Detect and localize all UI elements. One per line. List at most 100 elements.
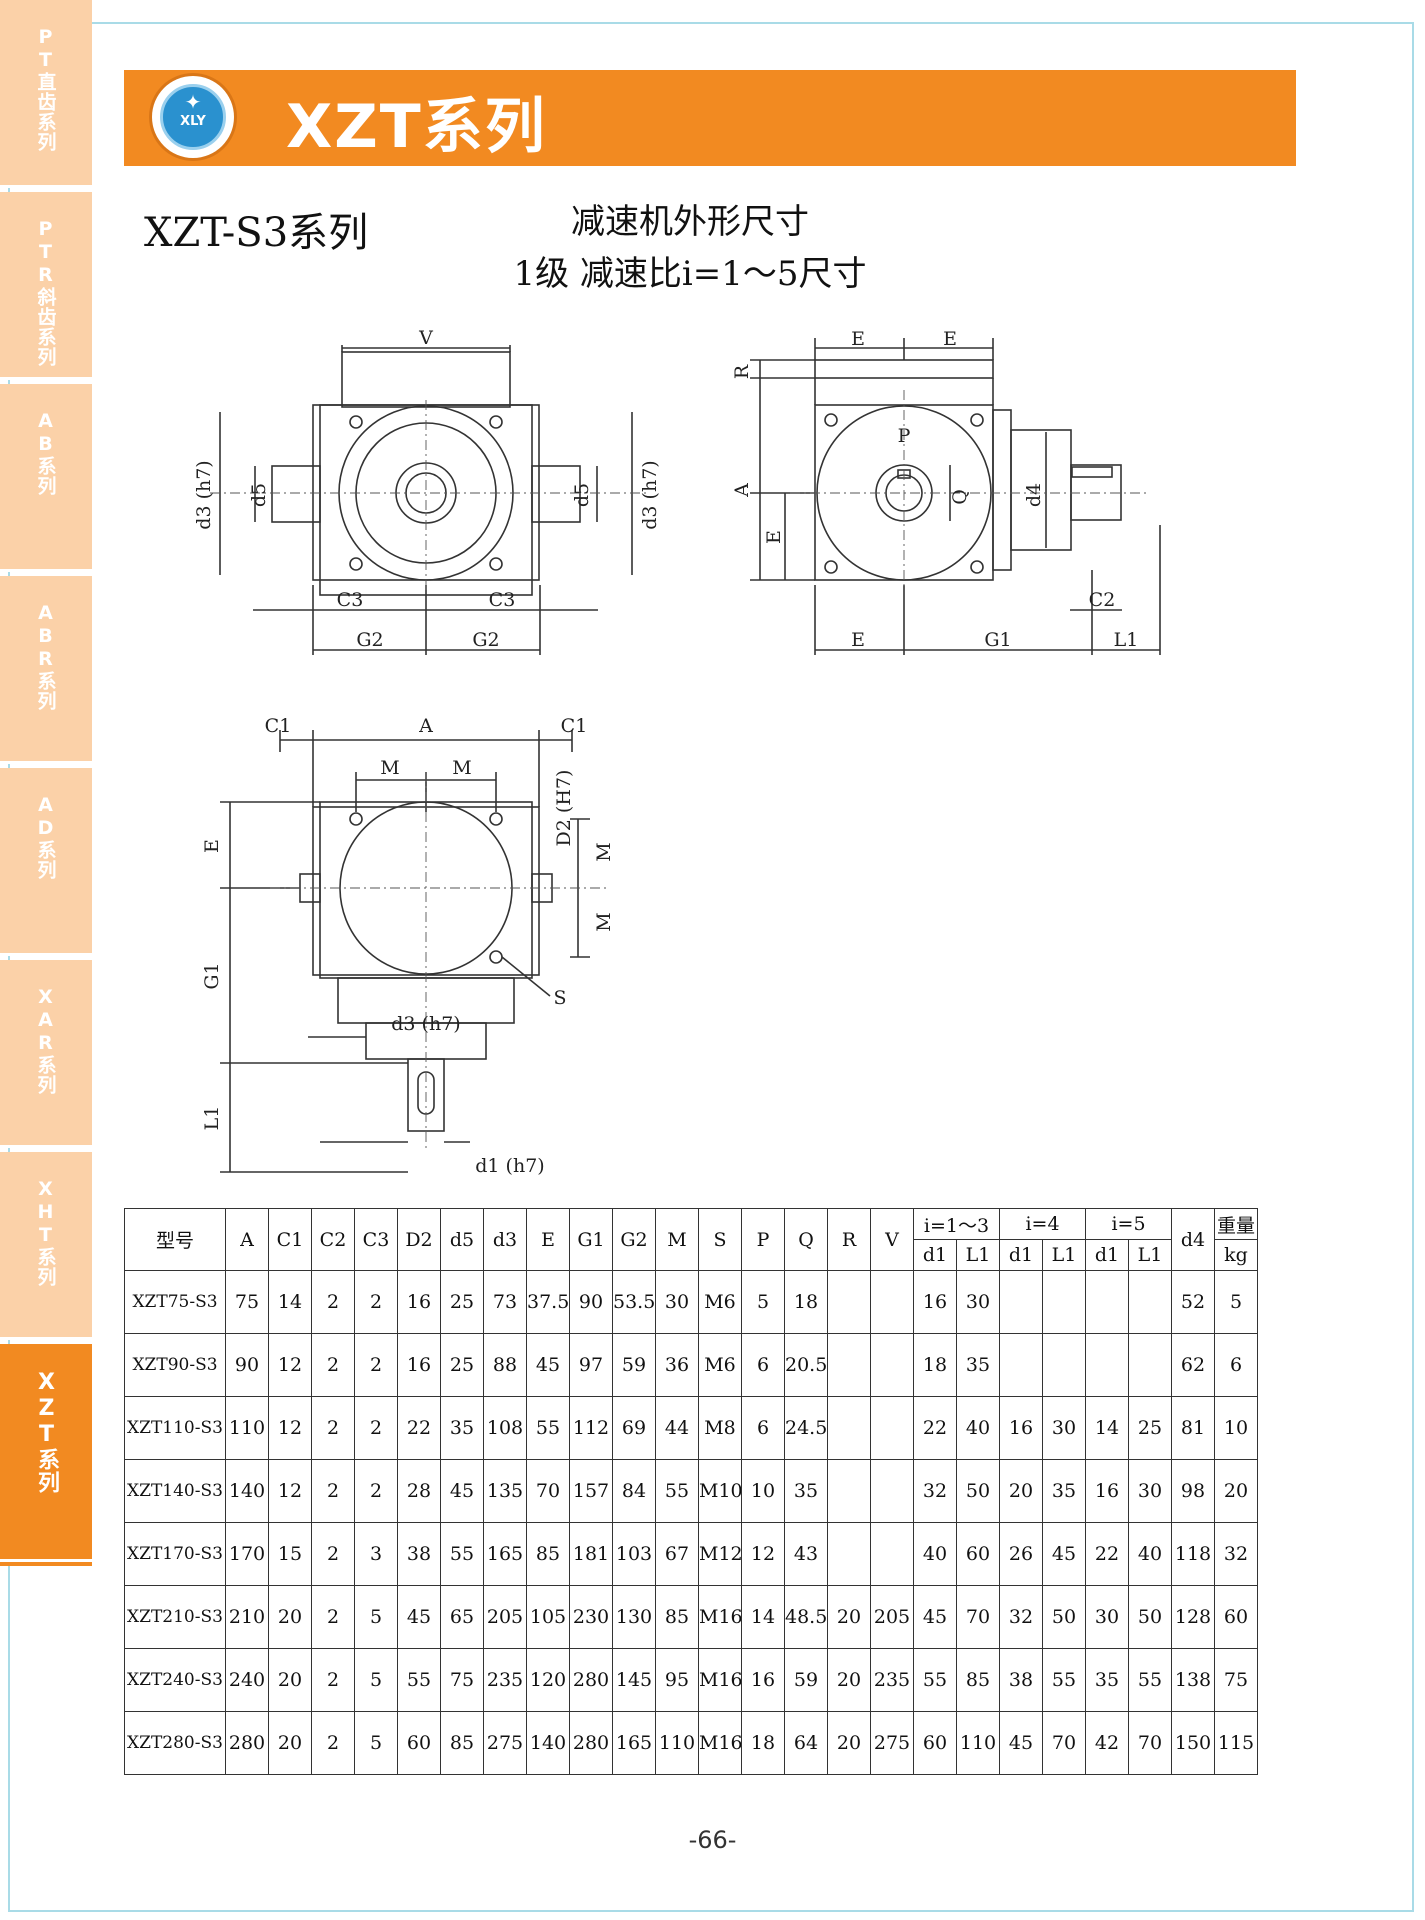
model-cell: XZT110-S3 <box>124 1396 226 1460</box>
table-cell: 84 <box>612 1459 656 1523</box>
table-cell: 16 <box>397 1270 441 1334</box>
sidebar-tab-xar[interactable]: XAR系列 <box>0 960 92 1148</box>
table-cell: M6 <box>698 1333 742 1397</box>
label-a: A <box>731 483 753 498</box>
table-cell <box>827 1522 871 1586</box>
table-cell: 45 <box>1042 1522 1086 1586</box>
sidebar-tab-xht[interactable]: XHT系列 <box>0 1152 92 1340</box>
brand-logo: ✦ XLY <box>152 76 234 158</box>
table-cell: 73 <box>483 1270 527 1334</box>
label-m-right: M <box>452 757 471 779</box>
dimension-title-line2: 1级 减速比i=1～5尺寸 <box>513 254 867 294</box>
table-cell: 20 <box>827 1711 871 1775</box>
label-l1: L1 <box>201 1106 223 1131</box>
table-cell: 205 <box>870 1585 914 1649</box>
table-cell: 18 <box>913 1333 957 1397</box>
table-cell: 45 <box>999 1711 1043 1775</box>
table-cell: 2 <box>354 1333 398 1397</box>
table-cell <box>1042 1333 1086 1397</box>
table-cell <box>999 1333 1043 1397</box>
table-cell: 59 <box>612 1333 656 1397</box>
table-cell: 24.5 <box>784 1396 828 1460</box>
table-cell: 20 <box>268 1585 312 1649</box>
label-g1: G1 <box>984 629 1011 651</box>
model-cell: XZT75-S3 <box>124 1270 226 1334</box>
table-cell: 35 <box>784 1459 828 1523</box>
table-cell: 15 <box>268 1522 312 1586</box>
model-cell: XZT140-S3 <box>124 1459 226 1523</box>
label-e: E <box>851 330 865 350</box>
table-cell: 2 <box>354 1459 398 1523</box>
logo-disc <box>160 84 226 150</box>
sidebar-tab-ad[interactable]: AD系列 <box>0 768 92 956</box>
table-cell: 10 <box>741 1459 785 1523</box>
label-d5-right: d5 <box>571 483 593 507</box>
table-cell: 75 <box>440 1648 484 1712</box>
header-e: E <box>526 1208 570 1271</box>
table-cell: M12 <box>698 1522 742 1586</box>
header-model: 型号 <box>124 1208 226 1271</box>
table-cell: 85 <box>655 1585 699 1649</box>
table-cell <box>870 1459 914 1523</box>
table-cell: 32 <box>999 1585 1043 1649</box>
table-cell: 69 <box>612 1396 656 1460</box>
label-m-vertical: M <box>593 842 615 861</box>
table-cell: 60 <box>956 1522 1000 1586</box>
table-cell <box>827 1396 871 1460</box>
label-d3-right: d3 (h7) <box>639 460 661 529</box>
series-title: XZT-S3系列 <box>144 210 369 256</box>
table-cell: 88 <box>483 1333 527 1397</box>
table-cell: 20 <box>1214 1459 1258 1523</box>
label-e-right: E <box>943 330 957 350</box>
sidebar-tab-ab[interactable]: AB系列 <box>0 384 92 572</box>
housing-outline <box>312 404 540 581</box>
table-cell: 32 <box>913 1459 957 1523</box>
table-cell: 5 <box>1214 1270 1258 1334</box>
table-cell: 2 <box>311 1459 355 1523</box>
table-cell: M16 <box>698 1585 742 1649</box>
sidebar-tab-ptr[interactable]: PTR斜齿系列 <box>0 192 92 380</box>
table-cell: 16 <box>913 1270 957 1334</box>
table-cell: M16 <box>698 1648 742 1712</box>
sidebar-tab-xzt[interactable]: XZT系列 <box>0 1344 92 1562</box>
table-cell: 45 <box>440 1459 484 1523</box>
table-cell: 20 <box>268 1711 312 1775</box>
table-cell: 32 <box>1214 1522 1258 1586</box>
table-cell <box>870 1270 914 1334</box>
header-l1: L1 <box>1042 1239 1086 1271</box>
table-cell <box>870 1333 914 1397</box>
table-cell: 108 <box>483 1396 527 1460</box>
header-v: V <box>870 1208 914 1271</box>
table-cell: 35 <box>1085 1648 1129 1712</box>
table-cell: 59 <box>784 1648 828 1712</box>
table-cell: 181 <box>569 1522 613 1586</box>
table-cell: 165 <box>612 1711 656 1775</box>
logo-text: XLY <box>180 114 206 129</box>
page-title: XZT系列 <box>286 92 547 162</box>
table-cell: 205 <box>483 1585 527 1649</box>
table-cell: 110 <box>956 1711 1000 1775</box>
sidebar-tab-abr[interactable]: ABR系列 <box>0 576 92 764</box>
sidebar-tab-pt[interactable]: PT直齿系列 <box>0 0 92 188</box>
table-cell: 85 <box>526 1522 570 1586</box>
model-cell: XZT210-S3 <box>124 1585 226 1649</box>
table-cell <box>870 1522 914 1586</box>
table-cell: 12 <box>741 1522 785 1586</box>
table-cell: 30 <box>1085 1585 1129 1649</box>
header-d1: d1 <box>999 1239 1043 1271</box>
table-cell: 230 <box>569 1585 613 1649</box>
table-cell: 22 <box>397 1396 441 1460</box>
table-cell: 18 <box>741 1711 785 1775</box>
header-g1: G1 <box>569 1208 613 1271</box>
sidebar-tab-label: AD系列 <box>34 794 57 880</box>
table-cell: 280 <box>569 1711 613 1775</box>
table-cell: 20 <box>999 1459 1043 1523</box>
spec-table: 型号 A C1 C2 C3 D2 d5 d3 E G1 G2 M S P Q R… <box>124 1208 1258 1775</box>
table-cell: 45 <box>526 1333 570 1397</box>
table-cell: 118 <box>1171 1522 1215 1586</box>
